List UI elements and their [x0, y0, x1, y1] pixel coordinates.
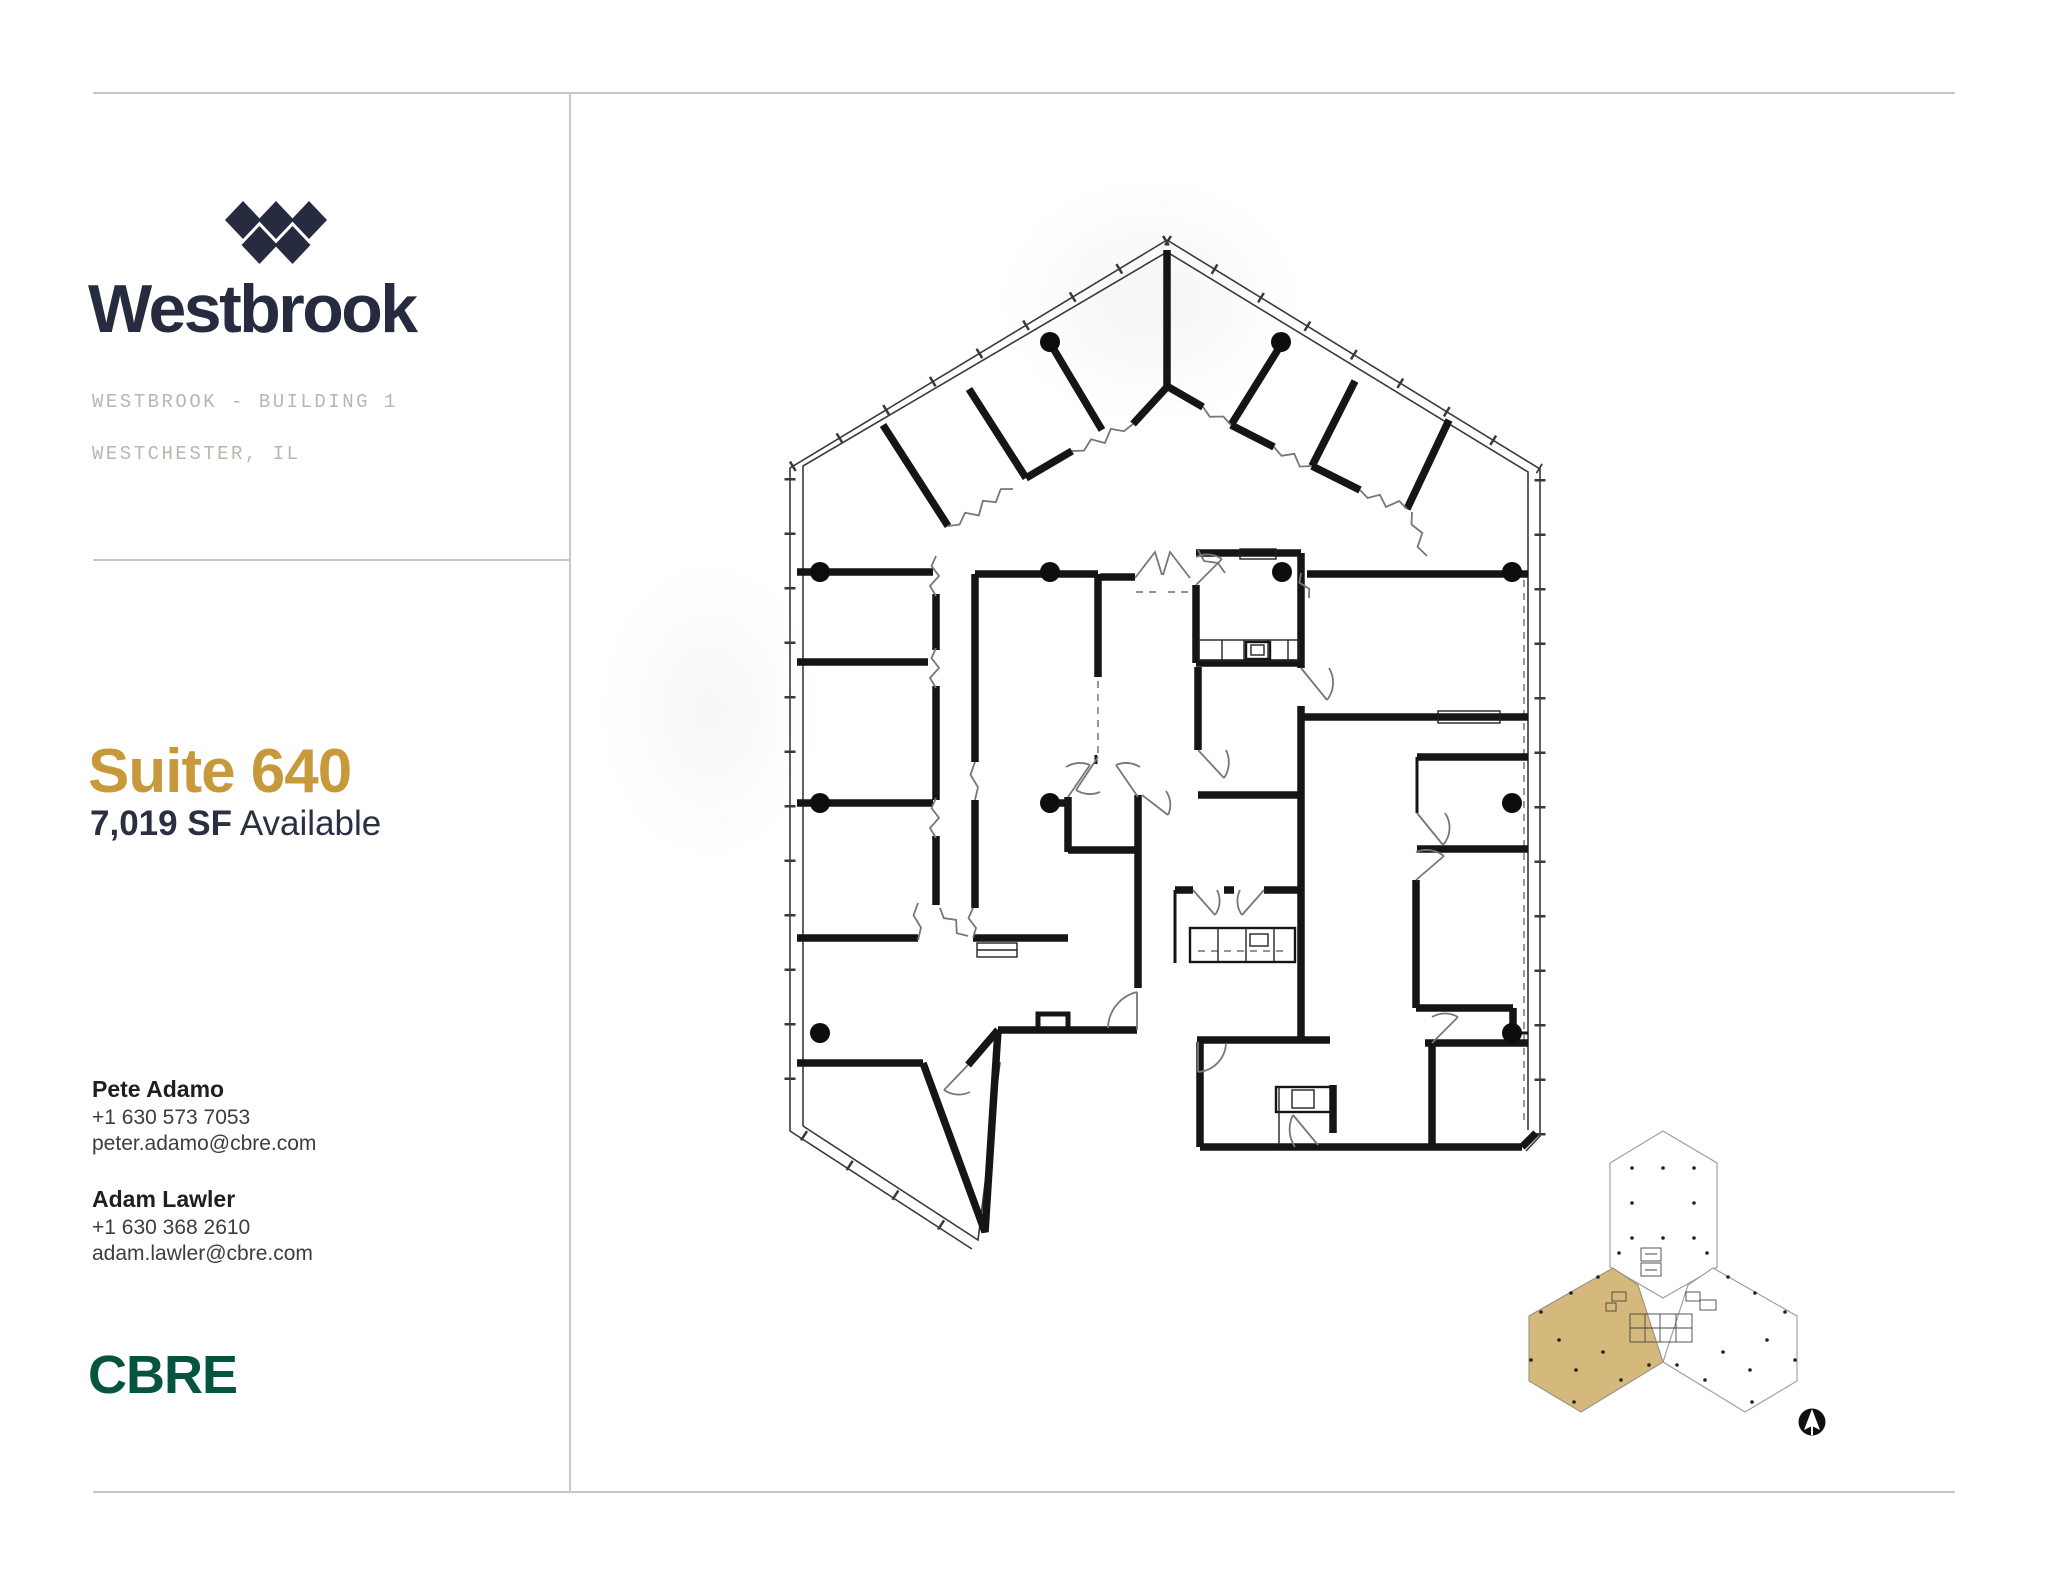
sidebar-divider-rule — [569, 92, 571, 1493]
westbrook-logo-diamonds-icon — [225, 201, 327, 264]
bottom-rule — [93, 1491, 1955, 1493]
sidebar-rule — [93, 559, 570, 561]
westbrook-wordmark: Westbrook — [88, 271, 418, 347]
door-swings — [943, 553, 1459, 1148]
top-rule — [93, 92, 1955, 94]
key-plan — [1528, 1130, 1798, 1413]
building-shell-icon — [784, 235, 1546, 1250]
contact-email: adam.lawler@cbre.com — [92, 1242, 313, 1265]
contact-phone: +1 630 368 2610 — [92, 1216, 251, 1239]
keyplan-column-dots — [1529, 1166, 1797, 1404]
scan-smudge — [1000, 180, 1300, 420]
sf-value: 7,019 SF — [90, 804, 233, 843]
contact-card: Pete Adamo +1 630 573 7053 peter.adamo@c… — [92, 1076, 316, 1157]
contact-name: Pete Adamo — [92, 1076, 225, 1102]
contact-phone: +1 630 573 7053 — [92, 1106, 251, 1129]
threshold-icon — [1035, 1011, 1071, 1033]
contact-email: peter.adamo@cbre.com — [92, 1132, 317, 1155]
keyplan-wing-top — [1609, 1130, 1718, 1299]
property-address-line1: WESTBROOK - BUILDING 1 — [92, 391, 398, 413]
scan-smudge — [600, 560, 820, 860]
suite-walls — [797, 250, 1539, 1234]
floor-plan — [784, 235, 1826, 1436]
north-arrow-icon — [1798, 1408, 1826, 1436]
keyplan-wing-right — [1662, 1267, 1798, 1413]
keyplan-wing-suite-highlight — [1528, 1267, 1664, 1413]
fixtures — [976, 548, 1501, 1145]
suite-title: Suite 640 — [88, 737, 352, 806]
contact-card: Adam Lawler +1 630 368 2610 adam.lawler@… — [92, 1186, 313, 1267]
keyplan-core-icon — [1605, 1247, 1717, 1343]
door-squiggles — [912, 406, 1428, 941]
column-dots — [810, 332, 1522, 1043]
square-footage: 7,019 SF Available — [90, 804, 381, 844]
property-address-line2: WESTCHESTER, IL — [92, 443, 301, 465]
entry-double-door-icon — [1134, 550, 1191, 579]
cbre-logo: CBRE — [88, 1345, 238, 1405]
sf-availability: Available — [232, 804, 382, 843]
contact-name: Adam Lawler — [92, 1186, 236, 1212]
property-address: WESTBROOK - BUILDING 1 WESTCHESTER, IL — [92, 389, 398, 467]
glass-partition-lines — [1097, 552, 1525, 1120]
